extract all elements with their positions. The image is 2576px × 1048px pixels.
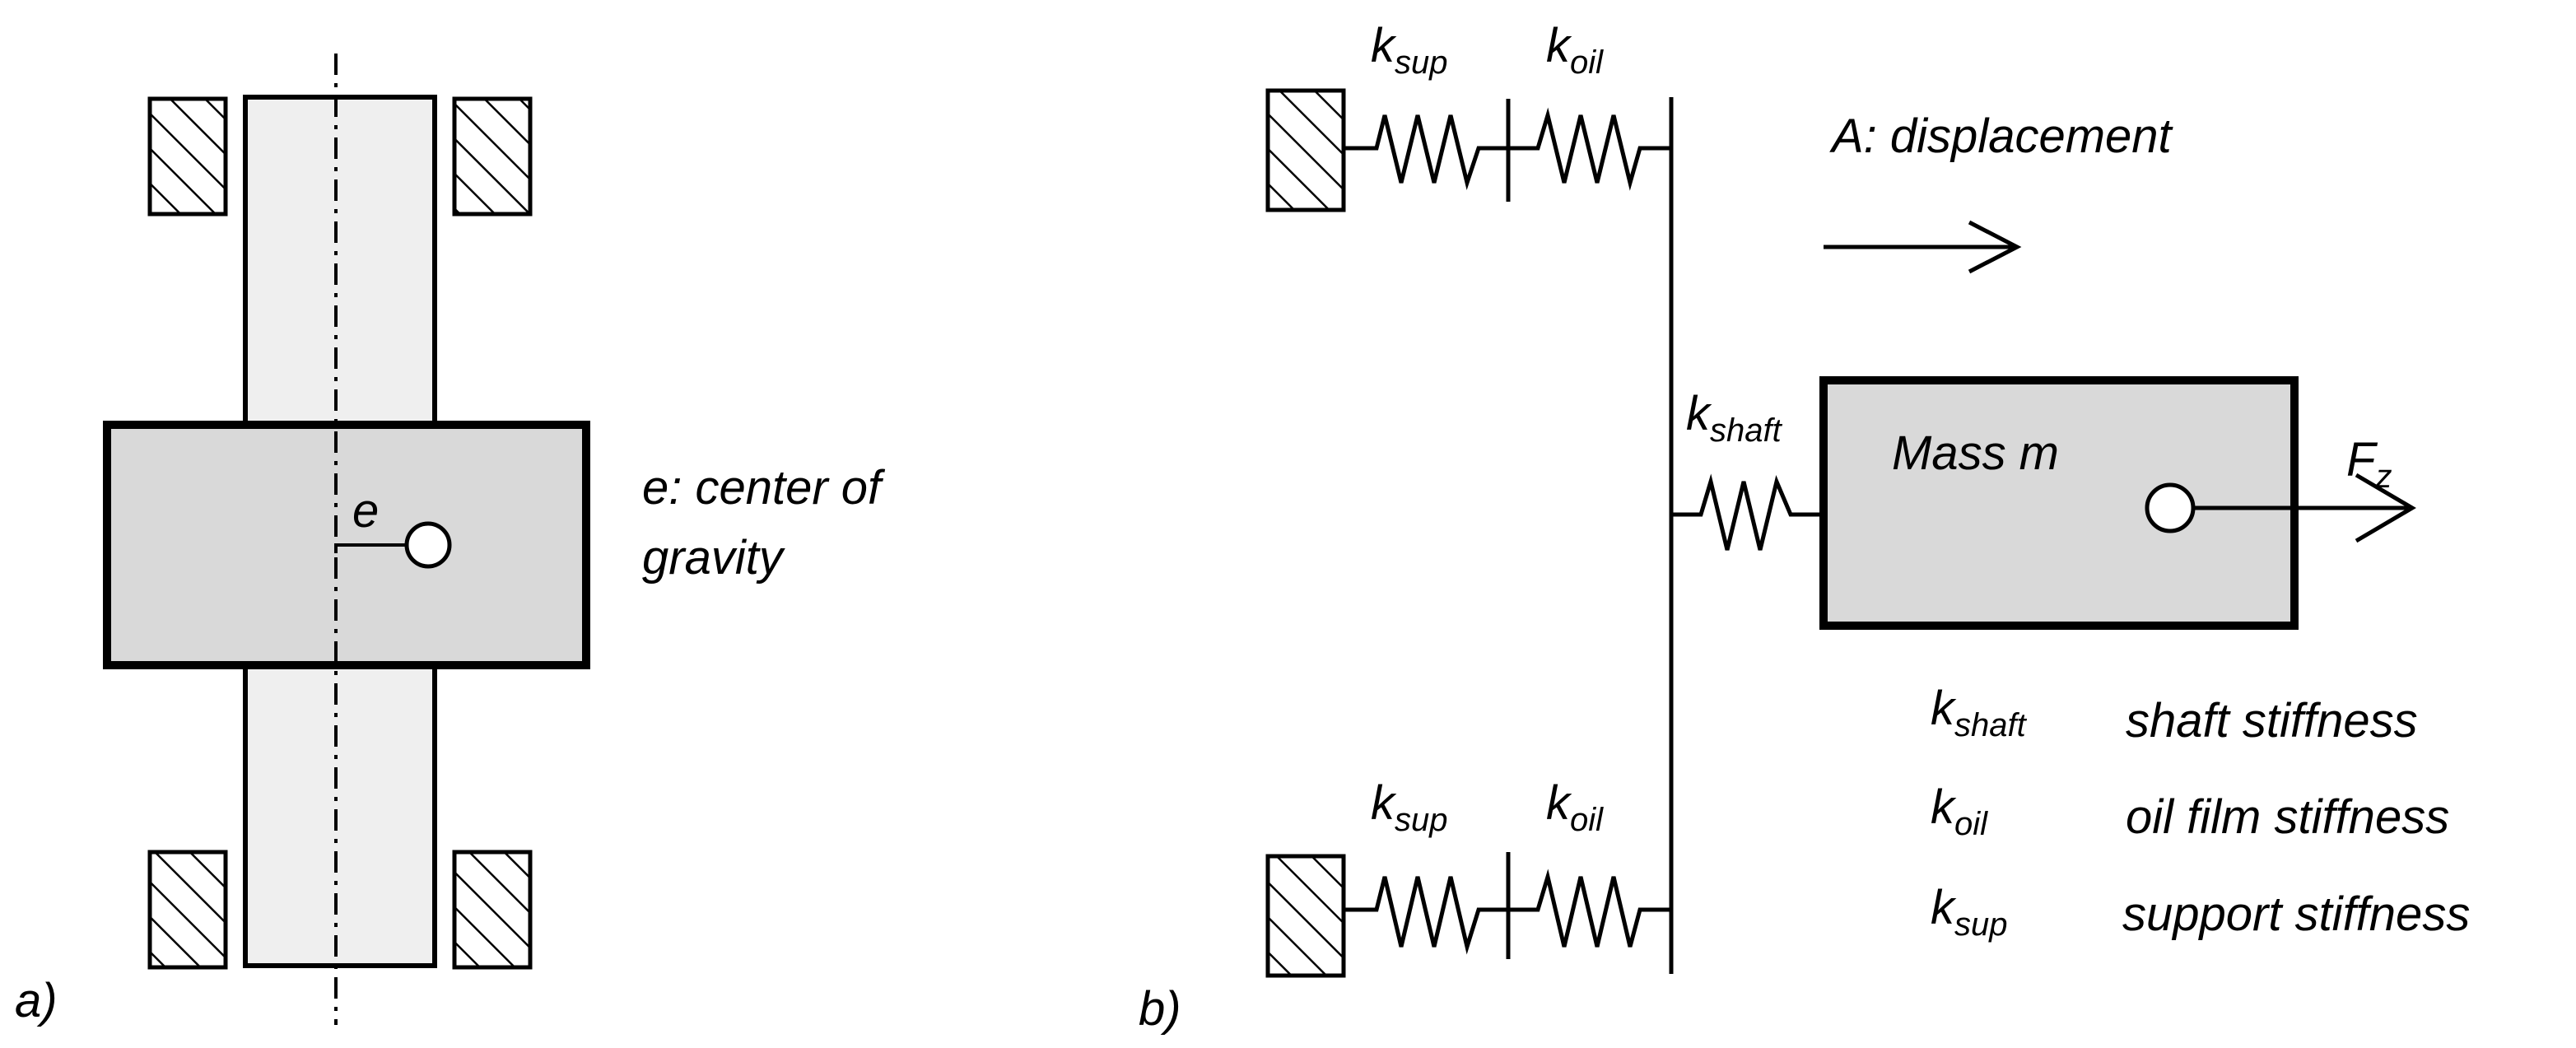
spring-oil-bottom: [1508, 869, 1671, 948]
mass-label: Mass m: [1892, 426, 2059, 480]
legend-symbol-sup: ksup: [1931, 881, 2008, 943]
eccentricity-symbol: e: [352, 484, 379, 538]
ground-bottom: [1265, 854, 1346, 978]
bearing-bottom-left: [147, 850, 228, 970]
panel-a-label: a): [15, 974, 58, 1027]
k-sup-bottom-label: ksup: [1371, 776, 1448, 838]
spring-sup-bottom: [1344, 876, 1508, 955]
spring-sup-top: [1344, 114, 1508, 191]
displacement-arrowhead: [1968, 220, 2022, 274]
legend-symbol-shaft: kshaft: [1931, 682, 2028, 743]
cg-label-line2: gravity: [642, 531, 785, 585]
legend-symbol-oil: koil: [1931, 780, 1988, 842]
spring-oil-top: [1508, 107, 1671, 191]
stiffness-legend: kshaft shaft stiffness koil oil film sti…: [1931, 682, 2470, 943]
legend-desc-shaft: shaft stiffness: [2126, 694, 2418, 748]
legend-desc-sup: support stiffness: [2122, 887, 2470, 941]
bearing-bottom-right: [452, 850, 533, 970]
panel-b-label: b): [1139, 982, 1181, 1036]
force-label: Fz: [2346, 433, 2392, 495]
panel-a: e e: center of gravity a): [15, 54, 886, 1027]
mass-block: [1819, 376, 2299, 630]
legend-desc-oil: oil film stiffness: [2126, 790, 2449, 844]
force-arrowhead: [2355, 473, 2416, 543]
eccentricity-line: [334, 543, 410, 553]
center-of-gravity-marker: [404, 521, 452, 569]
spring-shaft: [1671, 473, 1824, 551]
displacement-label: A: displacement: [1829, 109, 2174, 163]
bearing-top-left: [147, 96, 228, 217]
ground-top: [1265, 88, 1346, 212]
bearing-top-right: [452, 96, 533, 217]
mass-cg-marker: [2145, 482, 2196, 533]
k-shaft-label: kshaft: [1686, 387, 1783, 449]
k-oil-top-label: koil: [1546, 19, 1604, 81]
k-oil-bottom-label: koil: [1546, 776, 1604, 838]
panel-b: Mass m Fz A: displacement ksup koil ksup…: [1139, 19, 2470, 1036]
k-sup-top-label: ksup: [1371, 19, 1448, 81]
cg-label-line1: e: center of: [642, 461, 886, 515]
